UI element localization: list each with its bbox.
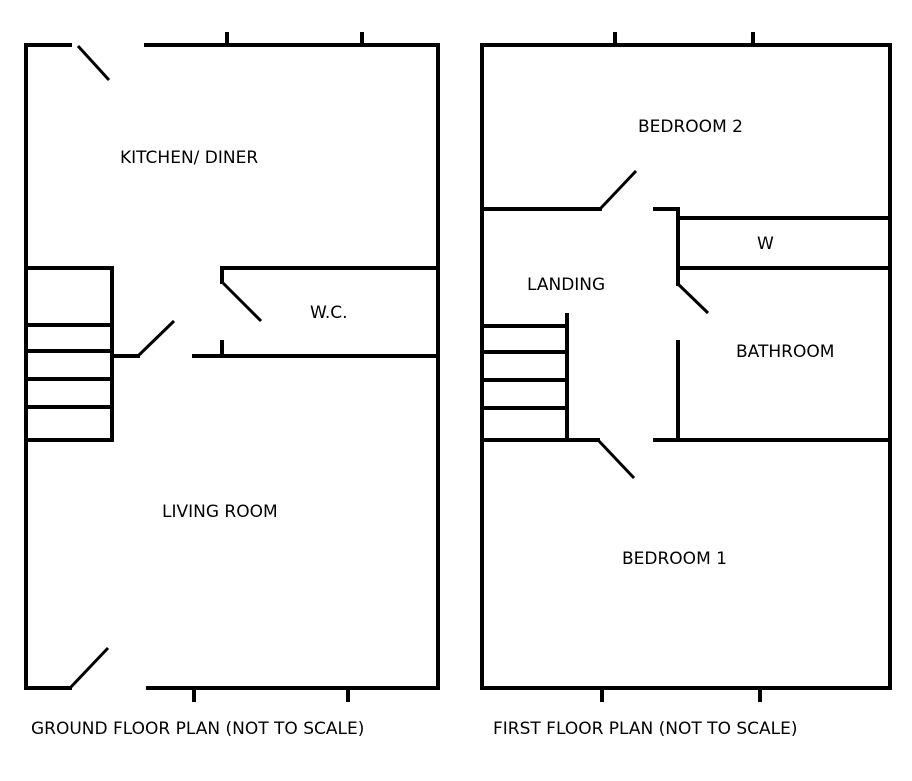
wardrobe-and-bathroom-walls xyxy=(653,207,892,442)
bathroom-door-swing xyxy=(676,282,710,315)
room-label-wc: W.C. xyxy=(310,303,348,323)
back-door-swing xyxy=(68,646,110,690)
room-label-bedroom-2: BEDROOM 2 xyxy=(638,117,743,137)
bedroom-2-door-swing xyxy=(598,169,638,211)
first-floor-window-marks xyxy=(600,32,762,702)
ground-floor-caption: GROUND FLOOR PLAN (NOT TO SCALE) xyxy=(31,719,364,739)
first-floor-doors xyxy=(596,169,710,480)
ground-floor-window-marks xyxy=(192,32,364,702)
room-label-wardrobe: W xyxy=(757,234,774,254)
bedroom-1-door-swing xyxy=(596,438,636,480)
first-floor-caption: FIRST FLOOR PLAN (NOT TO SCALE) xyxy=(493,719,798,739)
room-label-living-room: LIVING ROOM xyxy=(162,502,278,522)
living-room-door-swing xyxy=(136,319,176,358)
room-label-kitchen-diner: KITCHEN/ DINER xyxy=(120,148,258,168)
room-label-bedroom-1: BEDROOM 1 xyxy=(622,549,727,569)
front-door-swing xyxy=(76,44,111,82)
wc-door-swing xyxy=(220,280,263,323)
ground-floor-outer-walls xyxy=(24,43,440,690)
first-floor-stairs xyxy=(480,313,600,442)
first-floor-plan: BEDROOM 2 W LANDING BATHROOM BEDROOM 1 F… xyxy=(480,32,892,739)
room-label-bathroom: BATHROOM xyxy=(736,342,834,362)
ground-floor-stairs xyxy=(24,266,140,442)
first-floor-outer-walls xyxy=(480,43,892,690)
ground-floor-doors xyxy=(68,44,263,690)
room-label-landing: LANDING xyxy=(527,275,605,295)
wc-walls xyxy=(192,266,440,358)
ground-floor-plan: KITCHEN/ DINER W.C. LIVING ROOM GROUND F… xyxy=(24,32,440,739)
